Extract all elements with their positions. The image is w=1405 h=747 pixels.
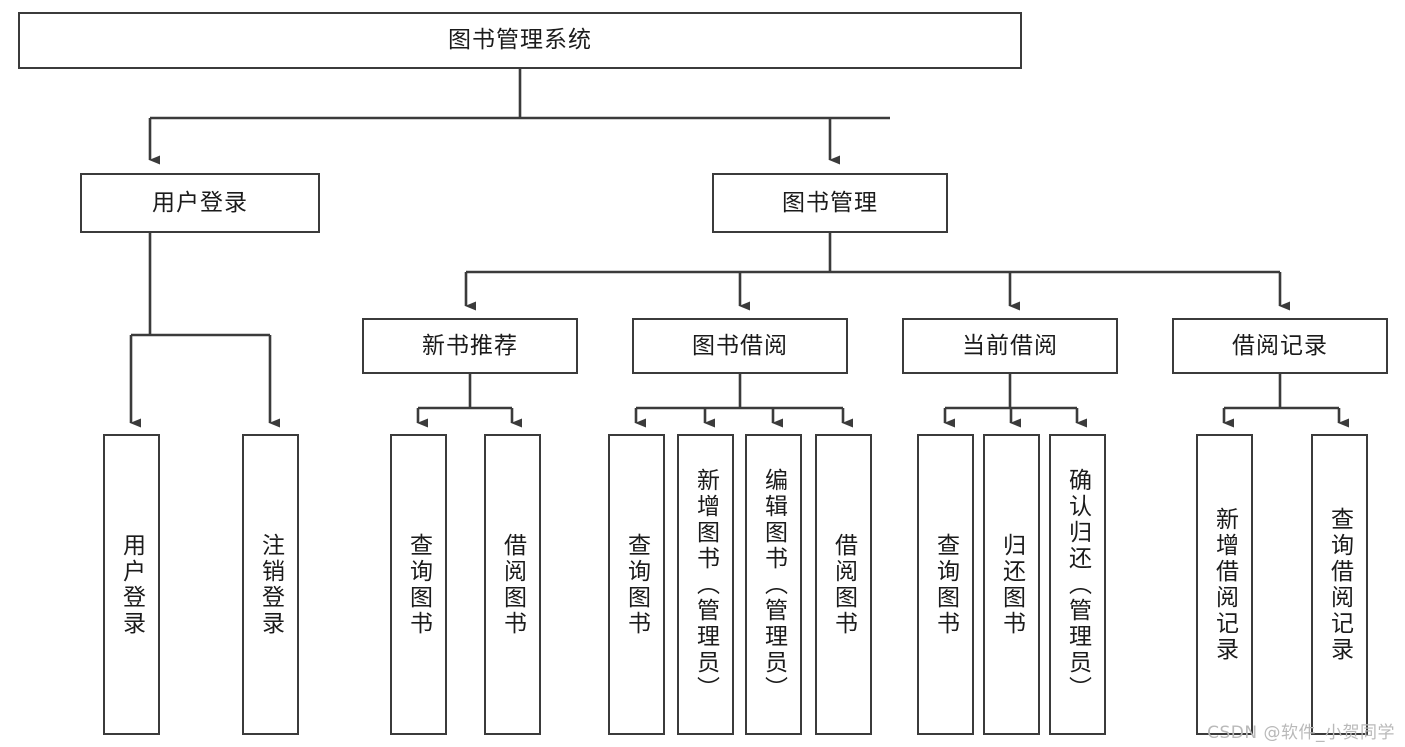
csdn-watermark: CSDN @软件_小贺同学 bbox=[1207, 723, 1395, 743]
node-leaf-current-query-book[interactable]: 查询图书 bbox=[917, 434, 974, 735]
node-leaf-add-book-admin[interactable]: 新增图书（管理员） bbox=[677, 434, 734, 735]
node-leaf-return-book-label: 归还图书 bbox=[998, 532, 1025, 637]
node-leaf-user-login-label: 用户登录 bbox=[118, 532, 145, 637]
node-leaf-add-borrow-record[interactable]: 新增借阅记录 bbox=[1196, 434, 1253, 735]
node-leaf-add-book-admin-label: 新增图书（管理员） bbox=[692, 467, 719, 702]
node-leaf-recommend-borrow-book[interactable]: 借阅图书 bbox=[484, 434, 541, 735]
node-current-borrow-label: 当前借阅 bbox=[962, 332, 1058, 359]
node-leaf-borrow-query-book-label: 查询图书 bbox=[623, 532, 650, 637]
node-leaf-recommend-query-book[interactable]: 查询图书 bbox=[390, 434, 447, 735]
node-leaf-borrow-book[interactable]: 借阅图书 bbox=[815, 434, 872, 735]
node-leaf-logout-label: 注销登录 bbox=[257, 532, 284, 637]
node-leaf-return-book[interactable]: 归还图书 bbox=[983, 434, 1040, 735]
node-leaf-current-query-book-label: 查询图书 bbox=[932, 532, 959, 637]
node-user-login-label: 用户登录 bbox=[152, 189, 248, 216]
node-current-borrow[interactable]: 当前借阅 bbox=[902, 318, 1118, 374]
node-leaf-recommend-query-book-label: 查询图书 bbox=[405, 532, 432, 637]
node-book-borrow[interactable]: 图书借阅 bbox=[632, 318, 848, 374]
node-root[interactable]: 图书管理系统 bbox=[18, 12, 1022, 69]
node-root-label: 图书管理系统 bbox=[448, 27, 592, 54]
node-leaf-recommend-borrow-book-label: 借阅图书 bbox=[499, 532, 526, 637]
node-user-login[interactable]: 用户登录 bbox=[80, 173, 320, 233]
node-leaf-query-borrow-record[interactable]: 查询借阅记录 bbox=[1311, 434, 1368, 735]
node-new-book-recommend[interactable]: 新书推荐 bbox=[362, 318, 578, 374]
node-leaf-borrow-book-label: 借阅图书 bbox=[830, 532, 857, 637]
node-leaf-edit-book-admin[interactable]: 编辑图书（管理员） bbox=[745, 434, 802, 735]
node-leaf-confirm-return-admin[interactable]: 确认归还（管理员） bbox=[1049, 434, 1106, 735]
node-book-borrow-label: 图书借阅 bbox=[692, 332, 788, 359]
node-book-manage[interactable]: 图书管理 bbox=[712, 173, 948, 233]
node-leaf-logout[interactable]: 注销登录 bbox=[242, 434, 299, 735]
node-leaf-add-borrow-record-label: 新增借阅记录 bbox=[1211, 506, 1238, 663]
node-leaf-edit-book-admin-label: 编辑图书（管理员） bbox=[760, 467, 787, 702]
node-book-manage-label: 图书管理 bbox=[782, 189, 878, 216]
node-borrow-record-label: 借阅记录 bbox=[1232, 332, 1328, 359]
node-leaf-query-borrow-record-label: 查询借阅记录 bbox=[1326, 506, 1353, 663]
node-leaf-borrow-query-book[interactable]: 查询图书 bbox=[608, 434, 665, 735]
node-leaf-user-login[interactable]: 用户登录 bbox=[103, 434, 160, 735]
node-new-book-recommend-label: 新书推荐 bbox=[422, 332, 518, 359]
node-borrow-record[interactable]: 借阅记录 bbox=[1172, 318, 1388, 374]
node-leaf-confirm-return-admin-label: 确认归还（管理员） bbox=[1064, 467, 1091, 702]
